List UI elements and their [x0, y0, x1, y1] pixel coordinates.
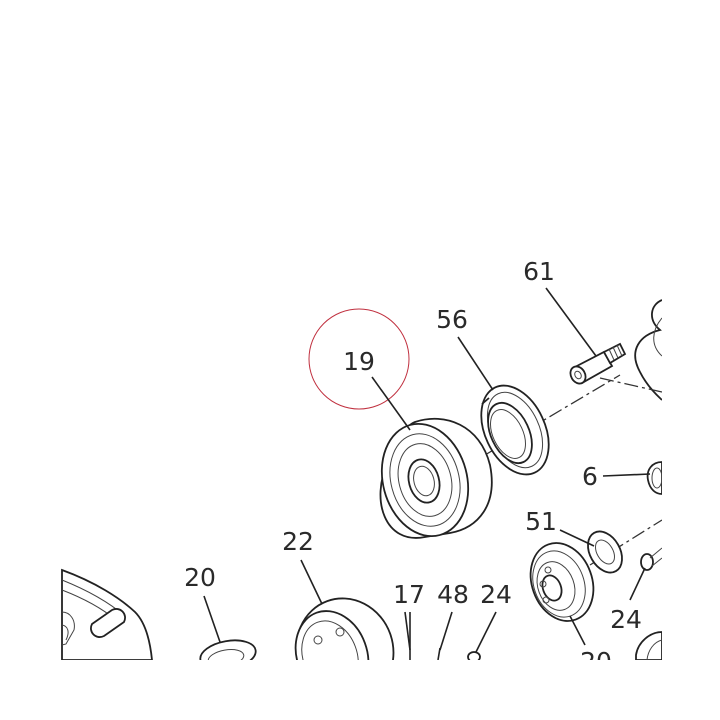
oil-seal-part-56 — [480, 384, 550, 476]
part-6-sleeve — [646, 461, 662, 495]
leader-19 — [371, 376, 411, 431]
callout-6: 6 — [582, 462, 598, 491]
callout-48: 48 — [437, 580, 469, 609]
leader-56 — [457, 336, 494, 391]
housing-fragment-left — [61, 568, 153, 660]
leader-48 — [439, 611, 453, 651]
screw-part-61 — [569, 342, 627, 385]
part-fragment-bottom-right — [635, 631, 662, 660]
leader-51 — [559, 529, 595, 547]
axis-line-lower — [589, 519, 662, 566]
callout-61: 61 — [523, 257, 555, 286]
part-48-stub — [437, 647, 441, 660]
callout-24-left: 24 — [480, 580, 512, 609]
bottom-crop-mask — [0, 660, 720, 720]
leader-61 — [545, 287, 597, 357]
callout-19: 19 — [343, 347, 375, 376]
highlight-circle — [308, 308, 410, 410]
leader-20-right — [569, 615, 586, 646]
callout-17: 17 — [393, 580, 425, 609]
washer-part-51 — [587, 530, 623, 574]
bearing-part-20-left — [199, 639, 257, 660]
leader-22 — [300, 559, 323, 605]
leader-6 — [602, 473, 651, 477]
bearing-part-20-right — [529, 542, 595, 622]
part-24-left-stub — [467, 651, 481, 660]
leader-20-left — [203, 595, 221, 643]
callout-56: 56 — [436, 305, 468, 334]
callout-20-left: 20 — [184, 563, 216, 592]
bearing-part-22 — [294, 597, 395, 660]
screw-part-24-right — [640, 547, 662, 571]
leader-17 — [404, 611, 411, 651]
axis-line-right — [599, 377, 662, 393]
housing-fragment — [634, 299, 662, 401]
callout-51: 51 — [525, 507, 557, 536]
leader-24-left — [475, 611, 497, 653]
leader-24-right — [629, 567, 646, 601]
right-crop-mask — [662, 0, 720, 720]
callout-22: 22 — [282, 527, 314, 556]
bearing-part-19 — [379, 417, 493, 539]
callout-24-right: 24 — [610, 605, 642, 634]
